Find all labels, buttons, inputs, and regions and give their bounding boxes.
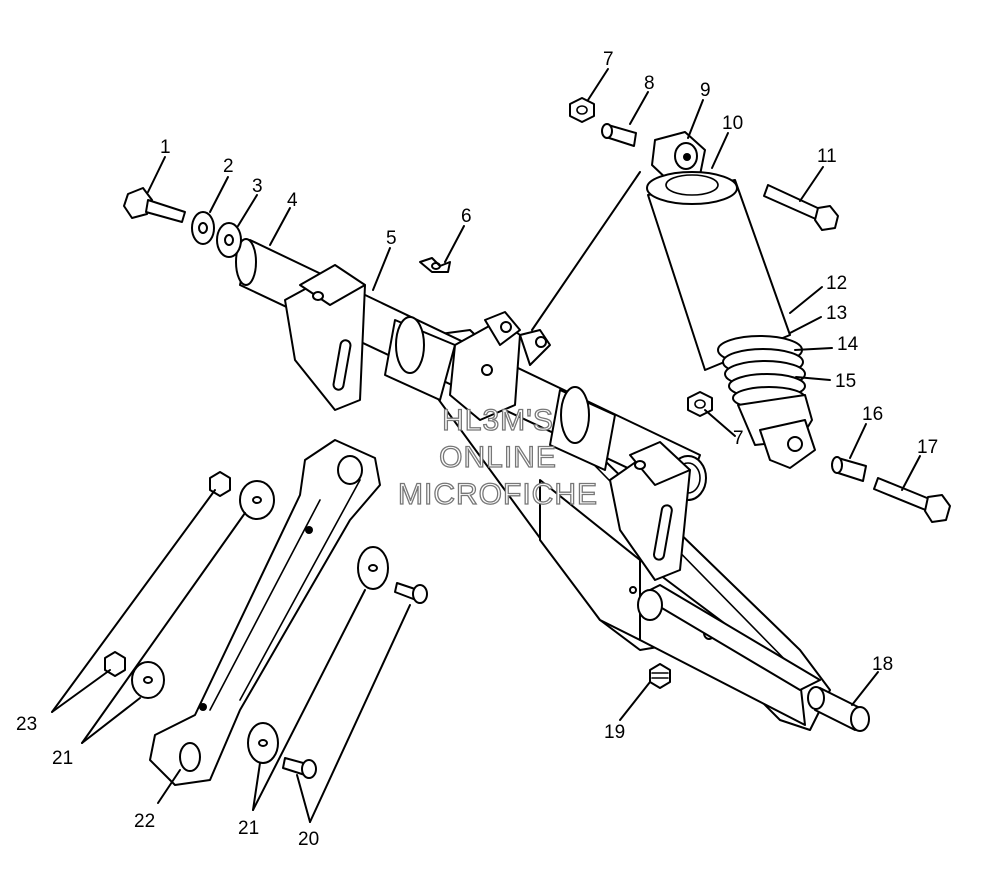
bolt-20-a — [394, 582, 428, 604]
callout-labels: 1 2 3 4 5 6 7 7 8 9 10 11 12 13 14 15 16… — [16, 49, 938, 850]
washer-3 — [216, 222, 242, 258]
watermark-line-2: ONLINE — [439, 441, 557, 474]
callout-23: 23 — [16, 714, 37, 735]
link-arm-22 — [149, 439, 381, 786]
bushing-8 — [601, 123, 637, 147]
callout-7-lower: 7 — [733, 428, 744, 449]
callout-21-bottom: 21 — [238, 818, 259, 839]
washer-21-c — [357, 546, 389, 590]
callout-20: 20 — [298, 829, 319, 850]
callout-10: 10 — [722, 113, 743, 134]
right-mount-bracket — [609, 441, 691, 581]
washer-21-d — [247, 722, 279, 764]
callout-16: 16 — [862, 404, 883, 425]
callout-17: 17 — [917, 437, 938, 458]
bolt-20-b — [282, 757, 317, 779]
callout-11: 11 — [817, 146, 837, 167]
washer-21-b — [131, 661, 165, 699]
callout-1: 1 — [160, 137, 171, 158]
callout-22: 22 — [134, 811, 155, 832]
washer-2 — [191, 211, 215, 245]
callout-6: 6 — [461, 206, 472, 227]
callout-4: 4 — [287, 190, 298, 211]
bolt-11 — [763, 184, 839, 231]
shock-absorber — [646, 131, 816, 469]
watermark-line-1: HL3M'S — [442, 404, 554, 437]
callout-15: 15 — [835, 371, 856, 392]
washer-21-a — [239, 480, 275, 520]
shaft-18 — [807, 686, 870, 732]
nut-7-top — [569, 97, 595, 123]
watermark-line-3: MICROFICHE — [398, 478, 598, 511]
left-mount-bracket — [284, 264, 366, 411]
callout-5: 5 — [386, 228, 397, 249]
callout-19: 19 — [604, 722, 625, 743]
bolt-1 — [123, 187, 186, 223]
callout-2: 2 — [223, 156, 234, 177]
lower-cross-tube — [637, 584, 821, 691]
watermark: HL3M'S ONLINE MICROFICHE — [397, 403, 598, 511]
callout-7-top: 7 — [603, 49, 614, 70]
callout-13: 13 — [826, 303, 847, 324]
bolt-17 — [873, 477, 951, 523]
callout-8: 8 — [644, 73, 655, 94]
callout-9: 9 — [700, 80, 711, 101]
clip-6 — [419, 257, 451, 273]
nut-19 — [649, 663, 671, 689]
center-shock-bracket — [449, 311, 551, 421]
leader-lines — [51, 68, 921, 823]
callout-12: 12 — [826, 273, 847, 294]
callout-3: 3 — [252, 176, 263, 197]
callout-18: 18 — [872, 654, 893, 675]
callout-21-left: 21 — [52, 748, 73, 769]
callout-14: 14 — [837, 334, 859, 355]
bushing-16 — [831, 456, 867, 482]
